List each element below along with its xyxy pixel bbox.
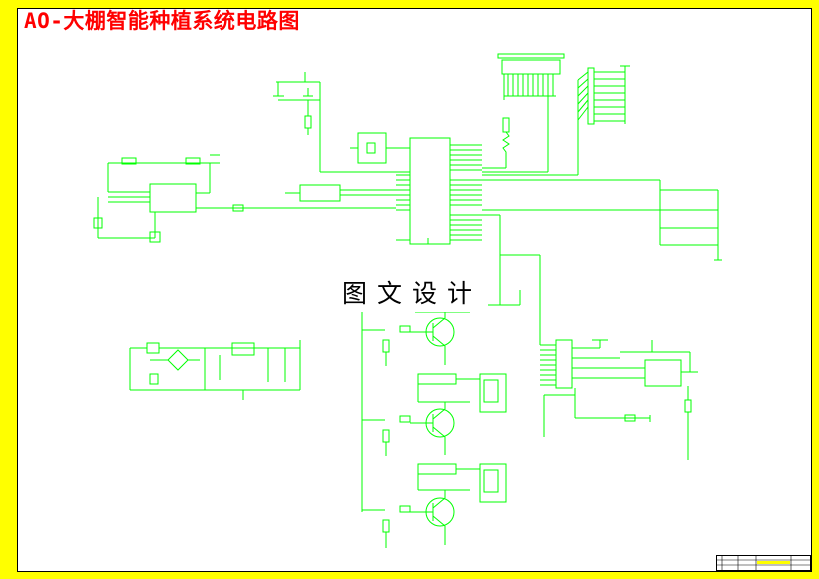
watermark-text: 图文设计 — [336, 272, 489, 312]
adc-chip — [540, 339, 645, 389]
transistor-2 — [410, 408, 455, 438]
sensor-driver-ic — [285, 184, 396, 202]
led-array — [482, 65, 630, 176]
crystal-oscillator — [350, 132, 410, 164]
title-block — [716, 555, 811, 571]
relay-coils — [417, 373, 507, 503]
mcu-pins-left — [396, 174, 410, 241]
key-switches — [482, 179, 722, 261]
drawing-title: AO-大棚智能种植系统电路图 — [24, 9, 300, 33]
sensor-module — [93, 154, 396, 243]
reset-circuit — [273, 72, 410, 173]
power-supply — [129, 340, 301, 400]
adc-ground-wiring — [543, 388, 651, 437]
transistor-1 — [410, 317, 455, 347]
lcd-connector — [482, 53, 565, 173]
transistor-3 — [410, 497, 455, 527]
mcu-chip — [409, 137, 451, 245]
mcu-pins-right — [450, 144, 482, 241]
relay-driver-wiring — [361, 310, 470, 548]
comparator-block — [620, 340, 698, 460]
